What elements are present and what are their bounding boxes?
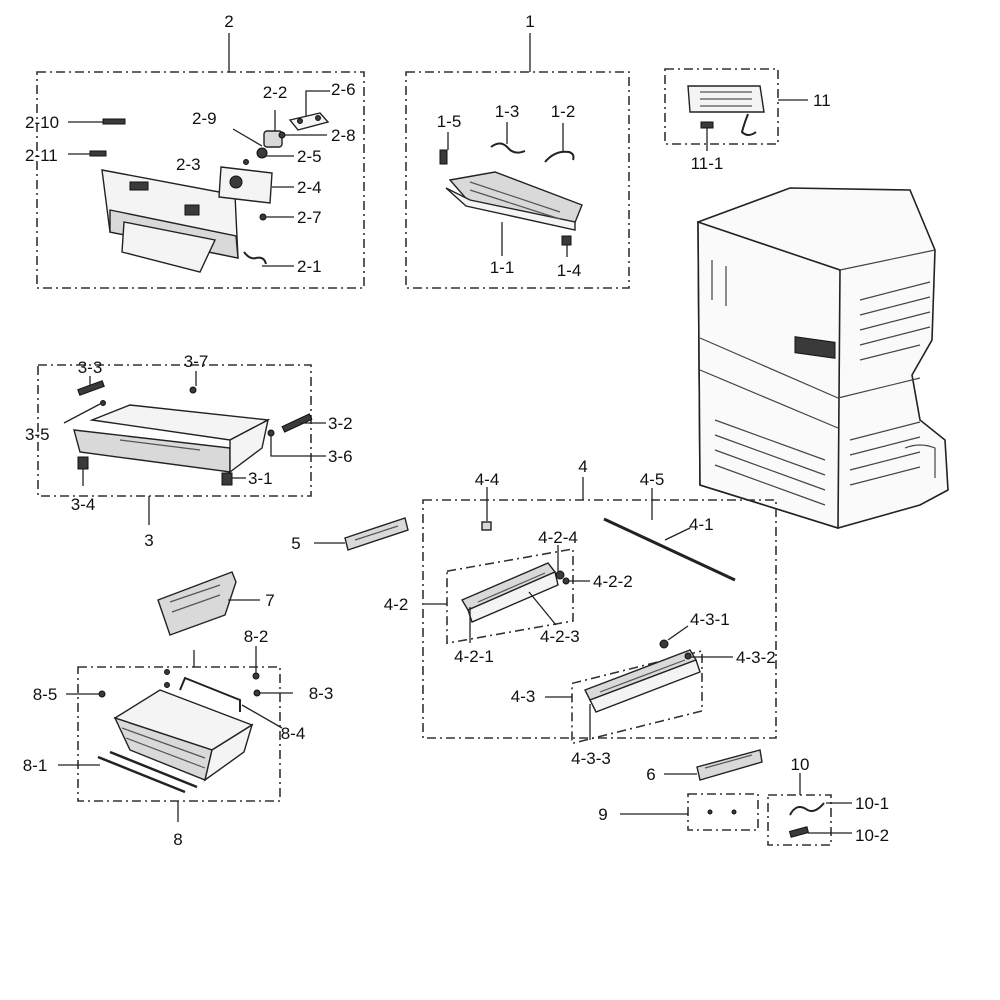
basket-handle-part [179,676,241,712]
sub-group-4-3-box [571,649,703,745]
group-4-label: 4 [578,457,587,476]
group-3-box [37,364,312,497]
part-3-2-label: 3-2 [328,414,353,433]
group-5-label: 5 [291,534,300,553]
part-4-3-2-label: 4-3-2 [736,648,776,667]
basket-part [113,689,254,782]
group-10-label: 10 [791,755,810,774]
part-3-7-label: 3-7 [184,352,209,371]
group-11-label: 11 [813,91,831,110]
part-8-3-label: 8-3 [309,684,334,703]
rail-4-3-part [584,649,701,713]
damper-part [218,166,273,204]
part-8-1-label: 8-1 [23,756,48,775]
part-3-1-label: 3-1 [248,469,273,488]
part-2-2-label: 2-2 [263,83,288,102]
group-9-box [687,793,759,831]
part-4-5-label: 4-5 [640,470,665,489]
motor-part [256,130,283,159]
part-2-5-label: 2-5 [297,147,322,166]
refrigerator-cabinet [697,187,949,530]
group-3: 3 3-3 3-7 3-5 3-2 3-6 3-1 3-4 [25,352,353,550]
part-4-2-2-label: 4-2-2 [593,572,633,591]
part-4-2-4-label: 4-2-4 [538,528,578,547]
group-6: 6 [646,749,763,784]
group-2-label: 2 [224,12,233,31]
part-1-1-label: 1-1 [490,258,515,277]
part-8-5-label: 8-5 [33,685,58,704]
group-2-box [36,71,365,289]
part-1-5-label: 1-5 [437,112,462,131]
group-3-label: 3 [144,531,153,550]
part-2-11-label: 2-11 [25,146,58,165]
evaporator-cover-part [445,171,583,231]
part-11-1-label: 11-1 [691,154,724,173]
group-5: 5 [291,517,409,553]
part-3-3-label: 3-3 [78,358,103,377]
part-3-4-label: 3-4 [71,495,96,514]
part-4-4-label: 4-4 [475,470,500,489]
part-2-3-label: 2-3 [176,155,201,174]
part-1-4-label: 1-4 [557,261,582,280]
part-4-2-3-label: 4-2-3 [540,627,580,646]
group-1: 1 1-1 1-4 1-5 1-3 1-2 [405,12,630,289]
group-9-label: 9 [598,805,607,824]
group-4: 4 4-4 4-5 4-1 4-2 4-2-4 4-2-2 4-2-3 4-2-… [384,457,777,768]
group-10: 10 10-1 10-2 [767,755,889,846]
part-2-9-label: 2-9 [192,109,217,128]
part-10-2-label: 10-2 [855,826,889,845]
sub-group-4-2-box [446,548,574,645]
part-2-7-label: 2-7 [297,208,322,227]
group-1-label: 1 [525,12,534,31]
group-8-label: 8 [173,830,182,849]
part-8-4-label: 8-4 [281,724,306,743]
group-8-box [77,666,281,802]
part-1-2-label: 1-2 [551,102,576,121]
bracket-part [288,112,330,131]
group-2: 2 2-1 2-4 2-2 2-5 [25,12,365,289]
part-4-3-1-label: 4-3-1 [690,610,730,629]
part-4-1-label: 4-1 [689,515,714,534]
part-4-3-3-label: 4-3-3 [571,749,611,768]
group-6-label: 6 [646,765,655,784]
part-8-2-label: 8-2 [244,627,269,646]
part-2-4-label: 2-4 [297,178,322,197]
part-4-3-label: 4-3 [511,687,536,706]
part-2-1-label: 2-1 [297,257,322,276]
part-3-6-label: 3-6 [328,447,353,466]
rear-panel-part [101,169,239,273]
part-4-2-1-label: 4-2-1 [454,647,494,666]
ice-maker-part [687,85,765,113]
part-2-10-label: 2-10 [25,113,59,132]
group-7-label: 7 [265,591,274,610]
group-10-box [767,794,832,846]
part-2-8-label: 2-8 [331,126,356,145]
group-9: 9 [598,793,759,831]
rail-4-2-part [460,562,559,623]
part-2-6-label: 2-6 [331,80,356,99]
group-7: 7 [157,571,275,636]
part-10-1-label: 10-1 [855,794,889,813]
drawer-tray-part [73,404,271,474]
group-1-box [405,71,630,289]
part-1-3-label: 1-3 [495,102,520,121]
part-3-5-label: 3-5 [25,425,50,444]
group-4-box [422,499,777,739]
part-4-2-label: 4-2 [384,595,409,614]
group-11: 11 11-1 [664,68,831,173]
group-8: 8 8-1 8-5 8-2 8-3 8-4 [23,627,334,849]
